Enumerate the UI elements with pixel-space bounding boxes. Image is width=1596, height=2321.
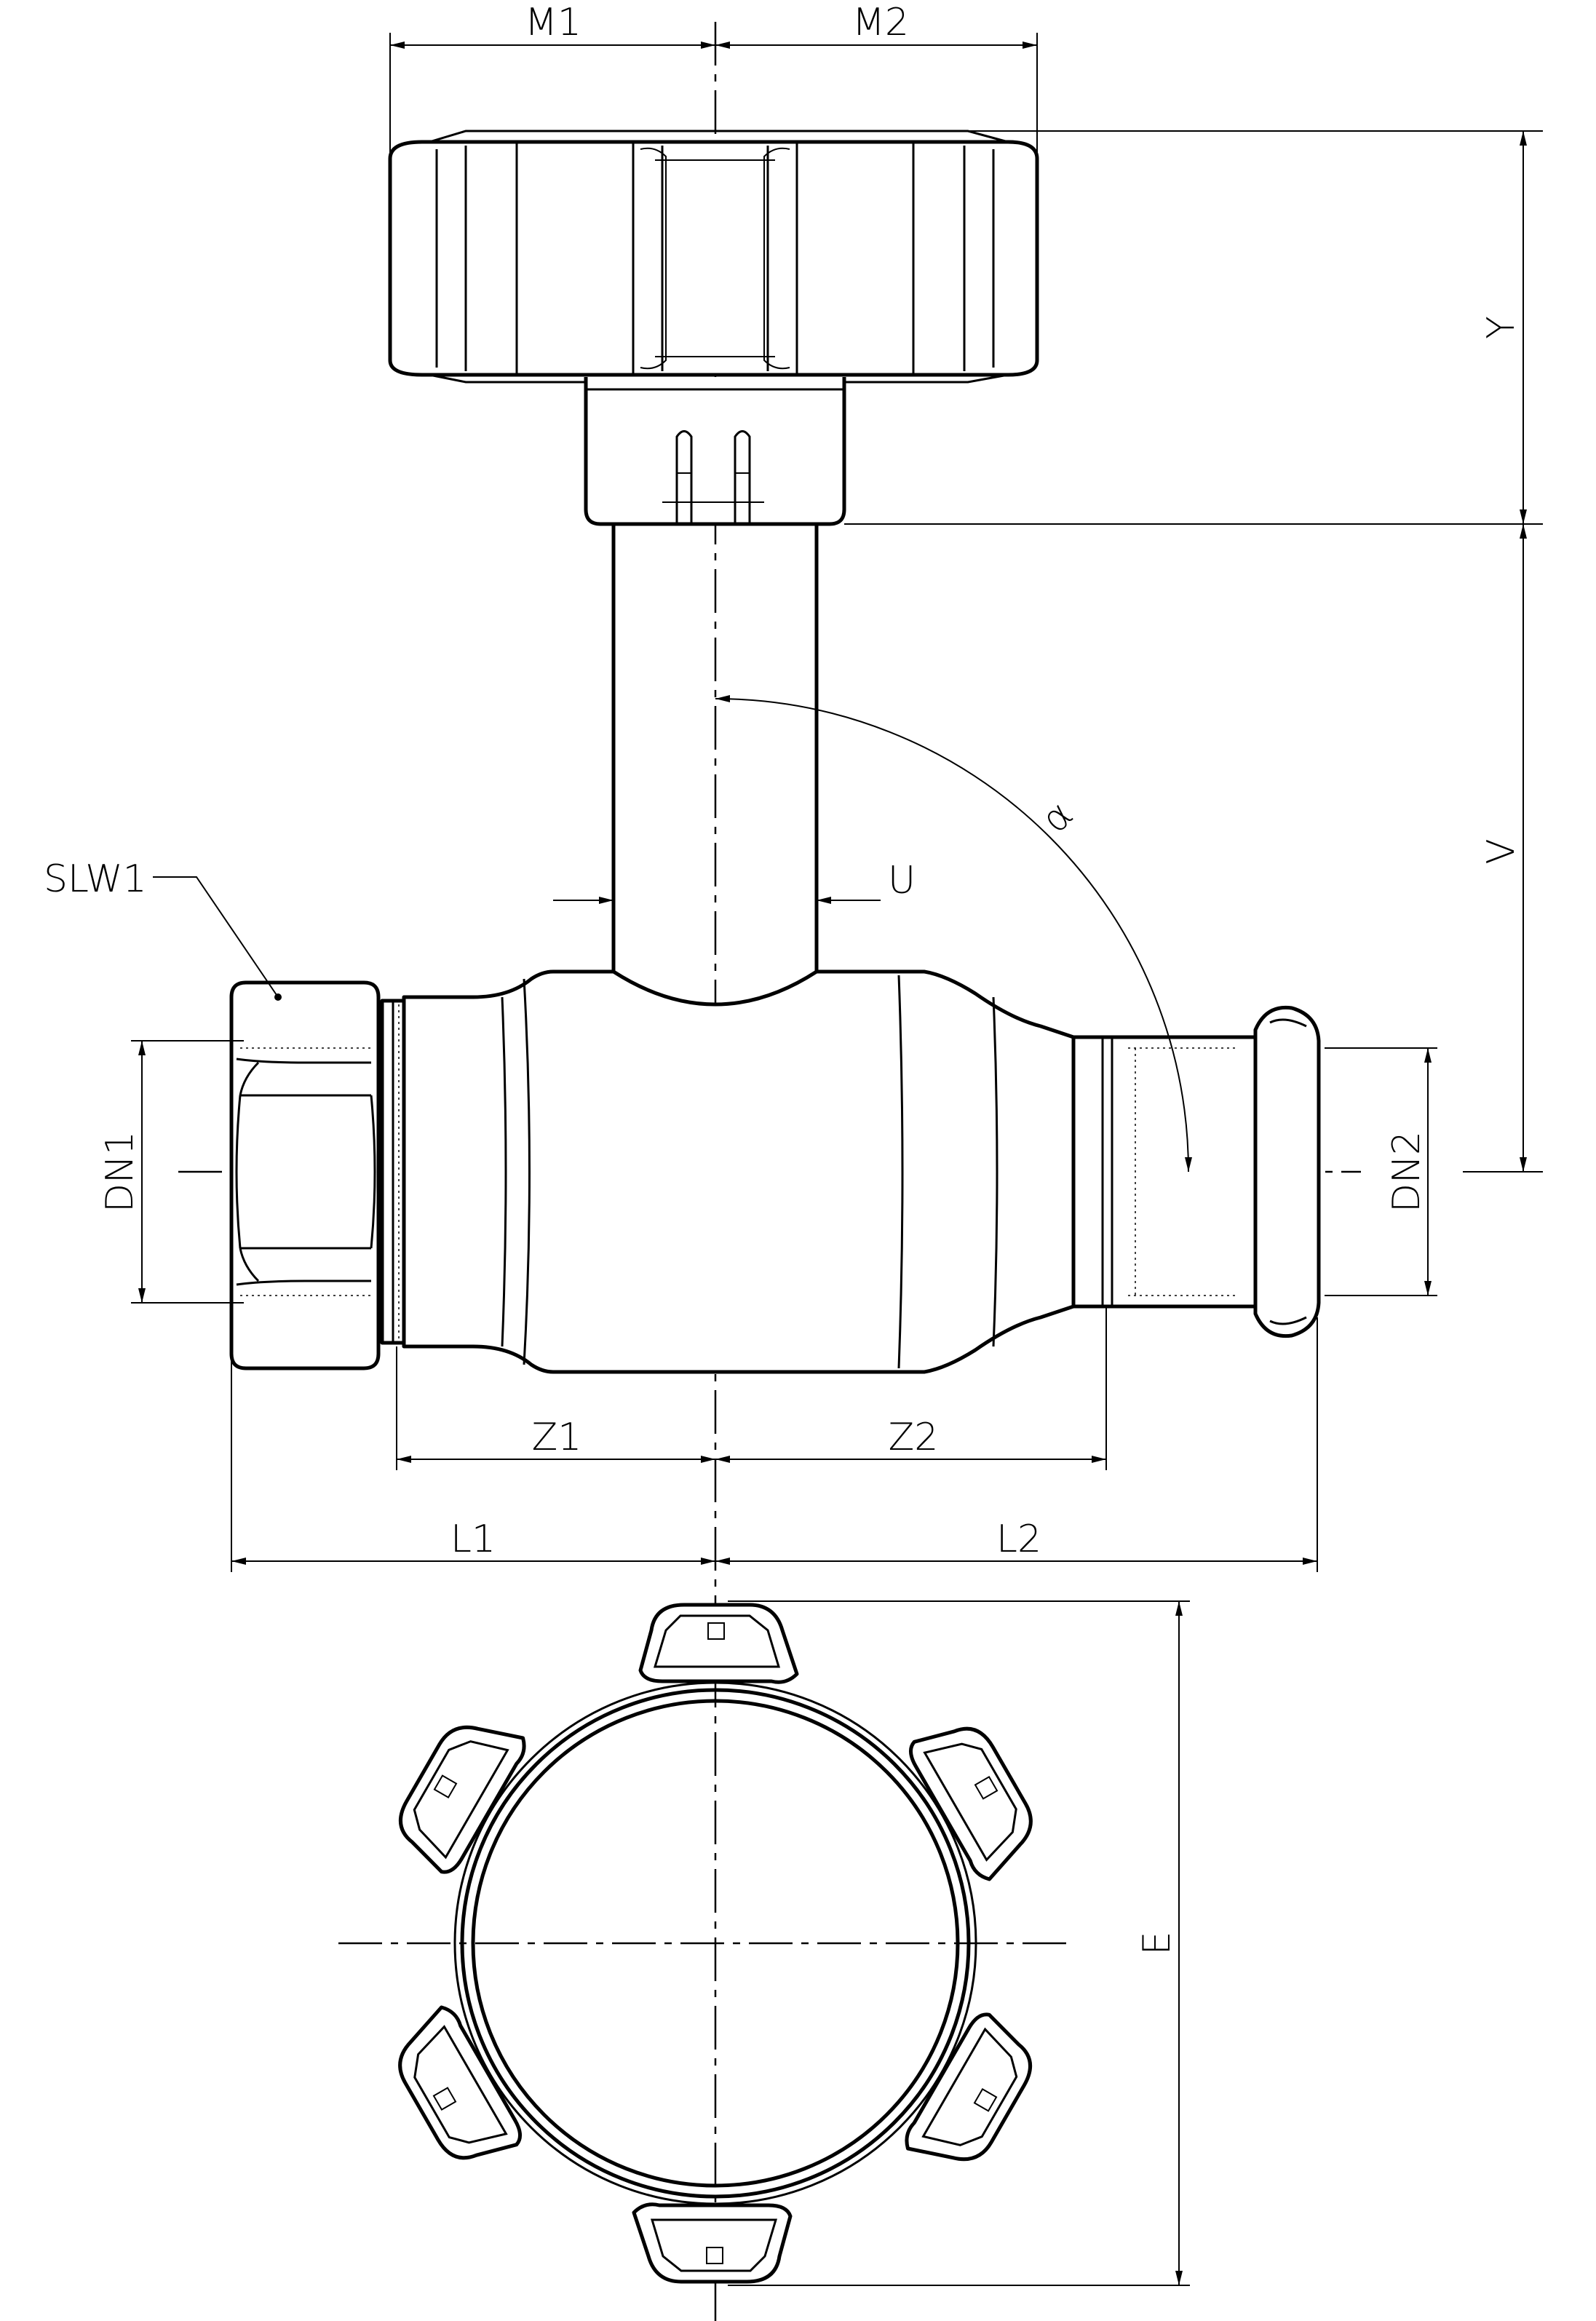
dimension-lines [131,33,1543,2286]
label-e: E [1135,1932,1179,1956]
handwheel-side-view [388,130,1039,526]
label-alpha: α [1033,793,1082,842]
valve-body [229,969,1321,1374]
handwheel-top-view [381,1603,1049,2282]
label-slw1: SLW1 [44,857,147,901]
label-z2: Z2 [889,1416,939,1459]
label-m2: M2 [852,1,909,44]
label-z1: Z1 [532,1416,582,1459]
label-dn2: DN2 [1385,1131,1429,1213]
label-v: V [1480,838,1523,865]
label-l1: L1 [450,1517,496,1561]
label-y: Y [1480,316,1523,339]
label-l2: L2 [996,1517,1041,1561]
label-dn1: DN1 [98,1131,142,1213]
dimension-labels: M1 M2 Y V U α SLW1 DN1 DN2 Z1 Z2 L1 L2 E [44,1,1523,1955]
label-u: U [888,859,916,902]
label-m1: M1 [525,1,581,44]
